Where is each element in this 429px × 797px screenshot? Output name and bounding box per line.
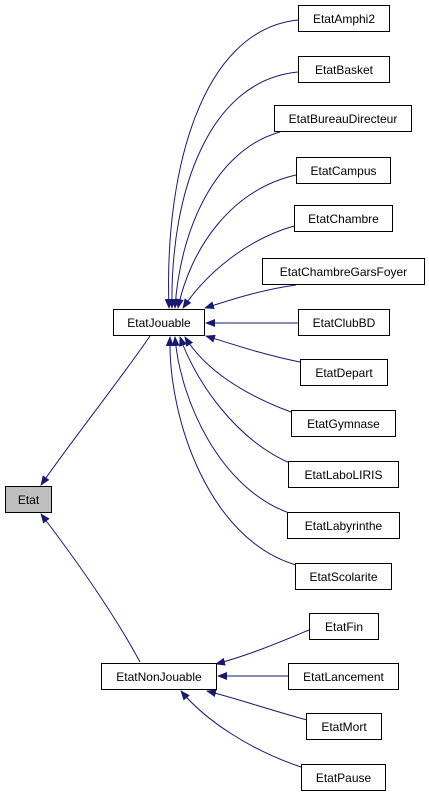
class-node-etatclubbd[interactable]: EtatClubBD xyxy=(298,309,390,336)
class-node-label: EtatBureauDirecteur xyxy=(288,111,398,126)
edge-etatfin-to-etatnonjouable xyxy=(215,629,310,666)
edge-etatamphi2-to-etatjouable xyxy=(164,19,299,309)
class-node-etatlabyrinthe[interactable]: EtatLabyrinthe xyxy=(287,512,400,539)
class-node-etatfin[interactable]: EtatFin xyxy=(309,613,379,640)
edge-etatbasket-to-etatjouable xyxy=(167,71,299,309)
edge-etatchambre-to-etatjouable xyxy=(182,225,295,309)
class-node-etatjouable[interactable]: EtatJouable xyxy=(113,309,205,336)
edge-etatscolarite-to-etatjouable xyxy=(165,336,297,566)
class-node-label: EtatGymnase xyxy=(307,416,380,431)
class-node-etatcampus[interactable]: EtatCampus xyxy=(296,157,391,184)
class-node-label: Etat xyxy=(17,492,40,507)
class-node-etatamphi2[interactable]: EtatAmphi2 xyxy=(298,5,390,32)
class-node-etatbasket[interactable]: EtatBasket xyxy=(298,56,390,83)
class-node-label: EtatLancement xyxy=(303,669,384,684)
class-node-etatchambre[interactable]: EtatChambre xyxy=(294,205,393,232)
edge-etatjouable-to-etat xyxy=(40,335,151,486)
class-node-label: EtatCampus xyxy=(310,163,377,178)
class-node-etatbureaudirecteur[interactable]: EtatBureauDirecteur xyxy=(274,105,412,132)
class-node-label: EtatFin xyxy=(324,619,363,634)
class-node-label: EtatLaboLIRIS xyxy=(304,467,383,482)
class-node-etat[interactable]: Etat xyxy=(5,486,52,513)
class-node-label: EtatNonJouable xyxy=(116,669,202,684)
class-node-label: EtatDepart xyxy=(315,365,373,380)
class-node-label: EtatChambreGarsFoyer xyxy=(279,264,408,279)
edge-etatcampus-to-etatjouable xyxy=(175,174,297,309)
class-node-etatdepart[interactable]: EtatDepart xyxy=(300,359,388,386)
class-node-label: EtatScolarite xyxy=(309,569,378,584)
edge-etatbureaudirecteur-to-etatjouable xyxy=(171,131,281,309)
class-node-label: EtatClubBD xyxy=(312,315,376,330)
class-node-label: EtatPause xyxy=(315,770,372,785)
class-node-etatgymnase[interactable]: EtatGymnase xyxy=(291,410,396,437)
edge-etatgymnase-to-etatjouable xyxy=(184,336,292,413)
edge-etatnonjouable-to-etat xyxy=(40,513,141,663)
edge-etatlabyrinthe-to-etatjouable xyxy=(171,336,293,515)
class-node-label: EtatChambre xyxy=(308,211,379,226)
class-node-etatnonjouable[interactable]: EtatNonJouable xyxy=(101,663,217,690)
edge-etatdepart-to-etatjouable xyxy=(205,334,301,363)
class-node-label: EtatBasket xyxy=(314,62,374,77)
class-node-label: EtatLabyrinthe xyxy=(304,518,383,533)
edge-etatlaboliris-to-etatjouable xyxy=(179,336,293,465)
class-node-etatmort[interactable]: EtatMort xyxy=(306,713,382,740)
edge-etatchambregarsfoyer-to-etatjouable xyxy=(204,284,297,310)
class-node-label: EtatJouable xyxy=(127,315,191,330)
class-node-etatlaboliris[interactable]: EtatLaboLIRIS xyxy=(288,461,399,488)
class-node-etatpause[interactable]: EtatPause xyxy=(301,764,386,791)
class-node-etatlancement[interactable]: EtatLancement xyxy=(288,663,399,690)
edge-etatpause-to-etatnonjouable xyxy=(180,690,302,768)
class-node-label: EtatMort xyxy=(321,719,367,734)
edge-etatmort-to-etatnonjouable xyxy=(206,689,308,721)
class-node-etatscolarite[interactable]: EtatScolarite xyxy=(295,563,392,590)
edges-layer xyxy=(40,19,310,768)
class-node-etatchambregarsfoyer[interactable]: EtatChambreGarsFoyer xyxy=(262,258,425,285)
class-node-label: EtatAmphi2 xyxy=(312,11,376,26)
